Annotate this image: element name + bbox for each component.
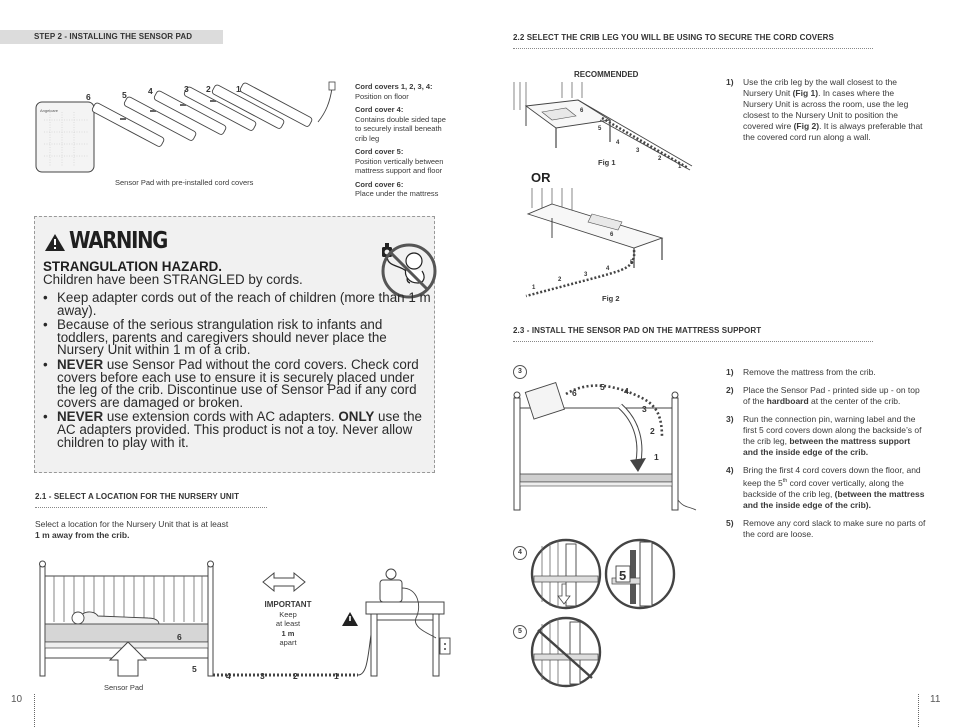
- step-number: 1): [726, 77, 734, 88]
- section-2-1-body: Select a location for the Nursery Unit t…: [35, 519, 228, 529]
- fig1-number-3: 3: [636, 148, 640, 154]
- pad-logo: Angelcare: [40, 108, 59, 113]
- pad-number-4: 4: [148, 86, 153, 96]
- install-step: 3)Run the connection pin, warning label …: [726, 414, 926, 458]
- warning-list: •Keep adapter cords out of the reach of …: [43, 292, 431, 451]
- important-title: IMPORTANT: [255, 600, 321, 610]
- pad-number-1: 1: [236, 84, 241, 94]
- no-children-cord-icon: [376, 239, 434, 297]
- figure-badge-5: 5: [513, 625, 527, 639]
- cover-note-title: Cord covers 1, 2, 3, 4:: [355, 82, 447, 92]
- crib-number-6: 6: [177, 632, 182, 642]
- fig1-number-2: 2: [658, 156, 662, 162]
- warning-heading: WARNING: [69, 228, 167, 254]
- pad-number-6: 6: [86, 92, 91, 102]
- sensor-caption: Sensor Pad with pre-installed cord cover…: [115, 178, 253, 188]
- fig3-number-1: 1: [654, 452, 659, 462]
- fig5-illustration: [530, 616, 602, 688]
- pad-number-2: 2: [206, 84, 211, 94]
- step-title-bar: STEP 2 - INSTALLING THE SENSOR PAD: [0, 30, 223, 44]
- cover-note-title: Cord cover 4:: [355, 105, 447, 115]
- cover-note: Cord cover 6: Place under the mattress: [355, 180, 447, 199]
- install-step: 5)Remove any cord slack to make sure no …: [726, 518, 926, 540]
- step-title: STEP 2 - INSTALLING THE SENSOR PAD: [34, 32, 192, 41]
- cover-note-title: Cord cover 6:: [355, 180, 447, 190]
- crib-caption: Sensor Pad: [104, 683, 143, 693]
- cover-note-text: Position vertically between mattress sup…: [355, 157, 447, 176]
- warning-bullet: •NEVER use Sensor Pad without the cord c…: [43, 359, 431, 409]
- fig2-number-2: 2: [558, 277, 562, 283]
- cover-note-text: Contains double sided tape to securely i…: [355, 115, 447, 144]
- section-2-1-text: Select a location for the Nursery Unit t…: [35, 519, 235, 541]
- fig1-caption: Fig 1: [598, 158, 616, 168]
- install-step: 1)Remove the mattress from the crib.: [726, 367, 926, 378]
- floor-number-1: 1: [334, 671, 339, 681]
- warning-bullet: •Because of the serious strangulation ri…: [43, 319, 431, 357]
- pad-number-5: 5: [122, 90, 127, 100]
- fig3-number-5: 5: [600, 382, 605, 392]
- important-note: IMPORTANT Keep at least 1 m apart: [255, 600, 321, 648]
- install-step: 2)Place the Sensor Pad - printed side up…: [726, 385, 926, 407]
- floor-number-2: 2: [293, 671, 298, 681]
- figure-badge-4: 4: [513, 546, 527, 560]
- cover-note-title: Cord cover 5:: [355, 147, 447, 157]
- section-2-1-title-text: 2.1 - SELECT A LOCATION FOR THE NURSERY …: [35, 492, 239, 501]
- fig2-number-3: 3: [584, 272, 588, 278]
- section-2-2-text: Use the crib leg by the wall closest to …: [743, 77, 926, 143]
- warning-bullet: •NEVER use extension cords with AC adapt…: [43, 411, 431, 449]
- figure-badge-3: 3: [513, 365, 527, 379]
- section-2-1-bold: 1 m away from the crib.: [35, 530, 129, 540]
- cover-note-text: Position on floor: [355, 92, 447, 102]
- fig1-number-5: 5: [598, 126, 602, 132]
- page-number-left: 10: [11, 694, 22, 705]
- install-steps: 1)Remove the mattress from the crib. 2)P…: [726, 367, 926, 547]
- crib-location-illustration: 6 5 4 3 2 1: [38, 558, 458, 690]
- important-distance: 1 m: [255, 629, 321, 639]
- section-2-2-step: 1) Use the crib leg by the wall closest …: [726, 77, 926, 143]
- warning-triangle-icon: [45, 234, 65, 251]
- section-2-2-title-text: 2.2 SELECT THE CRIB LEG YOU WILL BE USIN…: [513, 33, 834, 42]
- page-number-right: 11: [930, 694, 940, 705]
- fig2-number-1: 1: [532, 285, 536, 291]
- cover-note: Cord cover 4: Contains double sided tape…: [355, 105, 447, 143]
- section-2-3-title-text: 2.3 - INSTALL THE SENSOR PAD ON THE MATT…: [513, 326, 761, 335]
- fig4-illustration: 5: [530, 538, 680, 610]
- fig3-number-3: 3: [642, 404, 647, 414]
- fig2-illustration: 6 5 4 3 2 1: [522, 188, 692, 298]
- fig2-caption: Fig 2: [602, 294, 620, 304]
- section-2-3-title: 2.3 - INSTALL THE SENSOR PAD ON THE MATT…: [513, 326, 873, 342]
- fig1-number-4: 4: [616, 140, 620, 146]
- cover-note-text: Place under the mattress: [355, 189, 447, 199]
- fig4-number-5: 5: [619, 568, 626, 583]
- fig3-number-2: 2: [650, 426, 655, 436]
- crib-number-5: 5: [192, 664, 197, 674]
- sensor-pad-illustration: Angelcare 6 5 4 3 2 1: [30, 82, 350, 182]
- recommended-label: RECOMMENDED: [574, 70, 638, 79]
- install-step: 4)Bring the first 4 cord covers down the…: [726, 465, 926, 511]
- fig3-number-4: 4: [624, 386, 629, 396]
- floor-number-4: 4: [226, 671, 231, 681]
- important-line: apart: [255, 638, 321, 648]
- floor-number-3: 3: [260, 671, 265, 681]
- important-line: Keep: [255, 610, 321, 620]
- crop-mark-right: [918, 694, 919, 727]
- crop-mark-left: [34, 694, 35, 727]
- warning-bullet: •Keep adapter cords out of the reach of …: [43, 292, 431, 317]
- warning-box: WARNING STRANGULATION HAZARD. Children h…: [34, 216, 435, 473]
- cover-note: Cord covers 1, 2, 3, 4: Position on floo…: [355, 82, 447, 101]
- fig3-number-6: 6: [572, 388, 577, 398]
- cord-cover-notes: Cord covers 1, 2, 3, 4: Position on floo…: [355, 82, 447, 199]
- important-line: at least: [255, 619, 321, 629]
- fig2-number-4: 4: [606, 266, 610, 272]
- pad-number-3: 3: [184, 84, 189, 94]
- fig3-illustration: 6 5 4 3 2 1: [512, 378, 700, 518]
- hazard-subtitle: Children have been STRANGLED by cords.: [43, 272, 303, 287]
- or-label: OR: [531, 170, 551, 185]
- section-2-2-title: 2.2 SELECT THE CRIB LEG YOU WILL BE USIN…: [513, 33, 873, 49]
- cover-note: Cord cover 5: Position vertically betwee…: [355, 147, 447, 176]
- section-2-1-title: 2.1 - SELECT A LOCATION FOR THE NURSERY …: [35, 492, 267, 508]
